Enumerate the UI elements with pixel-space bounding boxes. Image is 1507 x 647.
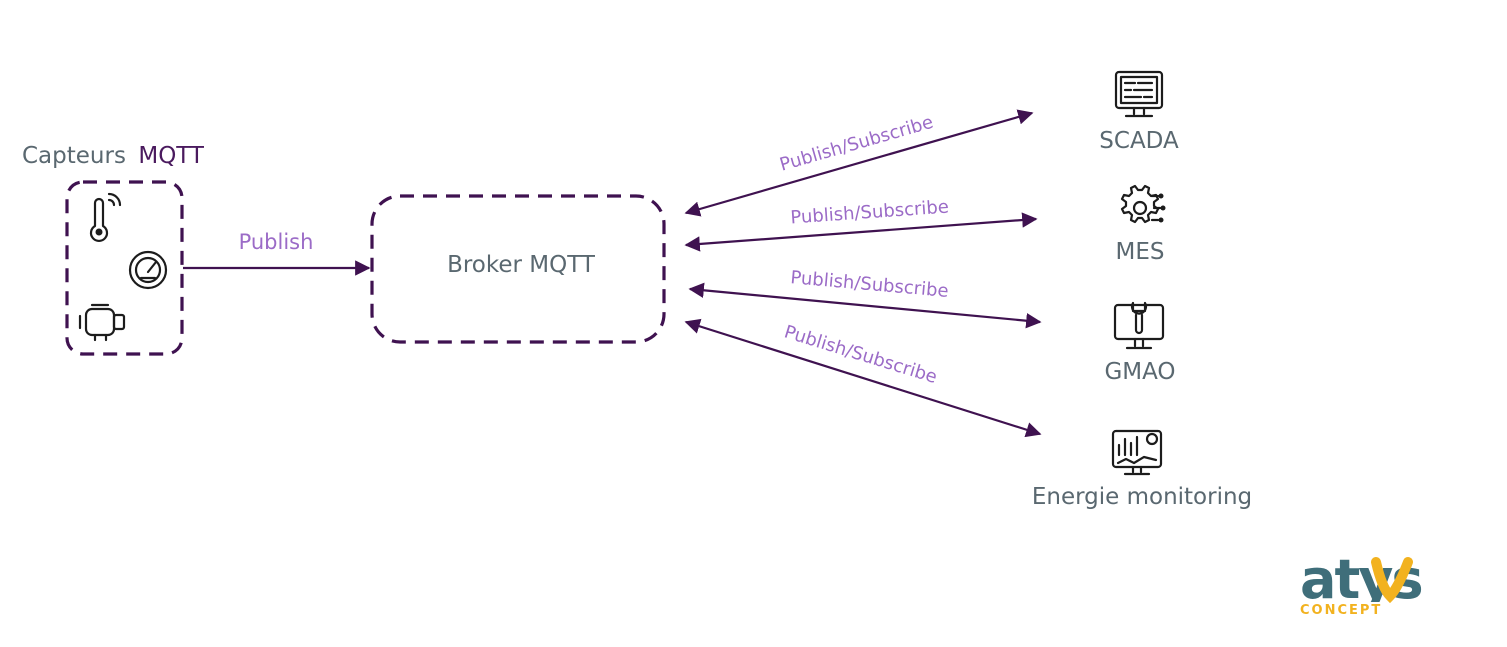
broker-label: Broker MQTT (447, 252, 596, 278)
pubsub-arrow-gmao (688, 282, 1042, 329)
pubsub-arrow-mes (684, 212, 1038, 252)
broker-box (370, 194, 666, 344)
target-label-gmao: GMAO (1104, 359, 1175, 385)
gear-circuit-icon (1120, 184, 1166, 224)
logo-subtext: CONCEPT (1300, 603, 1382, 618)
analytics-monitor-icon (1111, 429, 1163, 476)
thermometer-wifi-icon (89, 192, 122, 243)
sensors-title: Capteurs MQTT (22, 142, 205, 169)
publish-label: Publish (239, 230, 314, 254)
pubsub-arrow-scada (684, 109, 1034, 217)
target-label-energie: Energie monitoring (1032, 484, 1252, 510)
pubsub-arrow-energie (684, 318, 1042, 438)
scada-monitor-icon (1114, 70, 1164, 118)
target-label-mes: MES (1116, 239, 1165, 265)
target-label-scada: SCADA (1099, 128, 1179, 154)
motor-icon (78, 303, 126, 342)
gauge-icon (128, 250, 168, 290)
sensors-box (65, 180, 184, 356)
pubsub-label-scada: Publish/Subscribe (777, 112, 935, 176)
atys-concept-logo: atys CONCEPT (1300, 548, 1424, 618)
pubsub-label-mes: Publish/Subscribe (790, 197, 950, 229)
pubsub-label-gmao: Publish/Subscribe (790, 267, 950, 302)
wrench-monitor-icon (1113, 301, 1165, 350)
